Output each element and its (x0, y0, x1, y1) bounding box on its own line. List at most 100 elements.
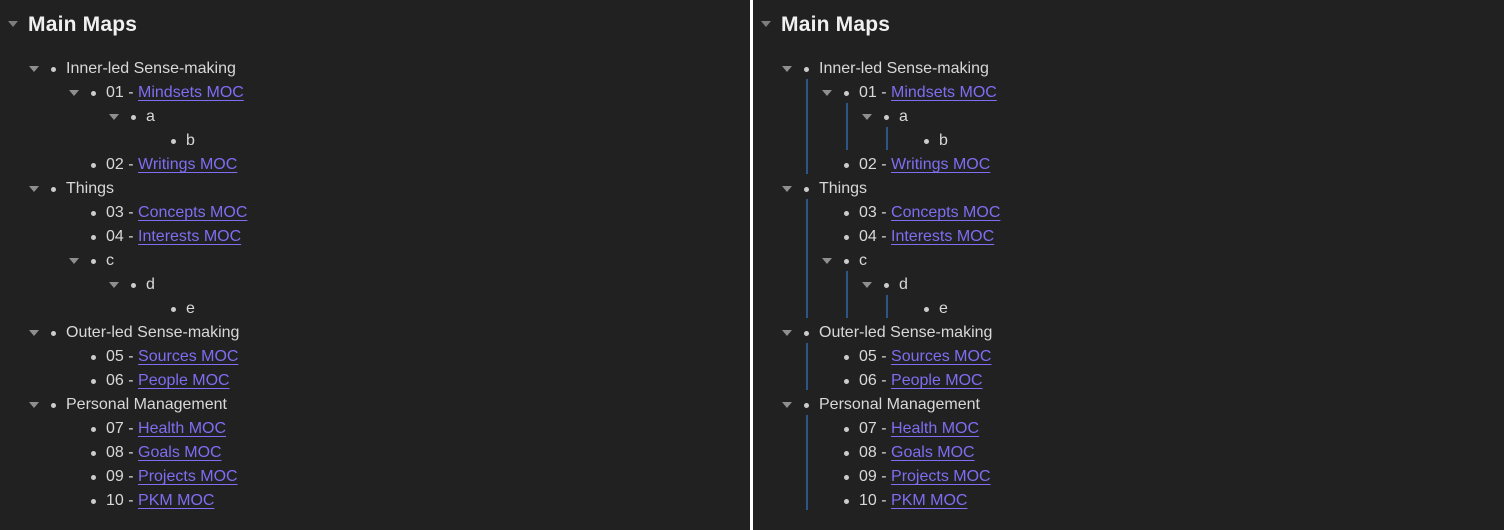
collapse-arrow-icon[interactable] (69, 90, 79, 96)
bullet-icon (91, 379, 96, 384)
note-link[interactable]: Concepts MOC (138, 204, 248, 221)
item-separator: - (876, 444, 892, 461)
item-number: 02 (859, 156, 877, 173)
item-number: 03 (106, 204, 124, 221)
collapse-arrow-icon[interactable] (761, 21, 771, 27)
item-number: 04 (859, 228, 877, 245)
item-separator: - (876, 468, 892, 485)
bullet-icon (844, 475, 849, 480)
bullet-icon (844, 355, 849, 360)
item-label: b (939, 132, 948, 149)
bullet-icon (91, 499, 96, 504)
collapse-arrow-icon[interactable] (29, 66, 39, 72)
bullet-icon (91, 355, 96, 360)
collapse-arrow-icon[interactable] (109, 282, 119, 288)
collapse-arrow-icon[interactable] (69, 258, 79, 264)
item-label: e (186, 300, 195, 317)
collapse-arrow-icon[interactable] (782, 186, 792, 192)
item-label: e (939, 300, 948, 317)
collapse-arrow-icon[interactable] (822, 258, 832, 264)
note-link[interactable]: Projects MOC (138, 468, 238, 485)
collapse-arrow-icon[interactable] (29, 186, 39, 192)
collapse-arrow-icon[interactable] (8, 21, 18, 27)
collapse-arrow-icon[interactable] (109, 114, 119, 120)
item-label: a (899, 108, 908, 125)
item-number: 07 (859, 420, 877, 437)
bullet-icon (844, 235, 849, 240)
list-item: 02 - Writings MOC (0, 153, 750, 177)
item-number: 10 (859, 492, 877, 509)
collapse-arrow-icon[interactable] (862, 282, 872, 288)
item-separator: - (876, 156, 892, 173)
list-item: c (753, 249, 1504, 273)
relationship-line (806, 343, 808, 390)
item-number: 07 (106, 420, 124, 437)
item-label: Inner-led Sense-making (819, 60, 989, 77)
list-item: 03 - Concepts MOC (753, 201, 1504, 225)
note-link[interactable]: Concepts MOC (891, 204, 1001, 221)
collapse-arrow-icon[interactable] (822, 90, 832, 96)
note-link[interactable]: Health MOC (138, 420, 227, 437)
collapse-arrow-icon[interactable] (782, 330, 792, 336)
collapse-arrow-icon[interactable] (29, 402, 39, 408)
bullet-icon (884, 115, 889, 120)
relationship-line (806, 199, 808, 318)
list-item: a (0, 105, 750, 129)
panel-divider (750, 0, 753, 530)
list-item: 08 - Goals MOC (0, 441, 750, 465)
item-number: 05 (106, 348, 124, 365)
bullet-icon (924, 139, 929, 144)
collapse-arrow-icon[interactable] (29, 330, 39, 336)
list-item: 07 - Health MOC (0, 417, 750, 441)
bullet-icon (844, 259, 849, 264)
note-link[interactable]: Goals MOC (891, 444, 975, 461)
collapse-arrow-icon[interactable] (782, 66, 792, 72)
list-item: e (0, 297, 750, 321)
note-link[interactable]: Sources MOC (138, 348, 239, 365)
list-item: 02 - Writings MOC (753, 153, 1504, 177)
note-link[interactable]: Health MOC (891, 420, 980, 437)
list-item: 06 - People MOC (753, 369, 1504, 393)
list-item: 09 - Projects MOC (0, 465, 750, 489)
list-item: d (753, 273, 1504, 297)
note-link[interactable]: Interests MOC (891, 228, 995, 245)
bullet-icon (131, 283, 136, 288)
list-item: Inner-led Sense-making (753, 57, 1504, 81)
list-item: 10 - PKM MOC (753, 489, 1504, 513)
bullet-icon (91, 475, 96, 480)
note-link[interactable]: Interests MOC (138, 228, 242, 245)
note-link[interactable]: Writings MOC (891, 156, 991, 173)
collapse-arrow-icon[interactable] (862, 114, 872, 120)
item-separator: - (876, 372, 892, 389)
collapse-arrow-icon[interactable] (782, 402, 792, 408)
item-label: c (859, 252, 867, 269)
item-separator: - (123, 420, 139, 437)
note-link[interactable]: People MOC (891, 372, 983, 389)
note-link[interactable]: Mindsets MOC (891, 84, 997, 101)
bullet-icon (91, 235, 96, 240)
item-label: Personal Management (66, 396, 227, 413)
item-number: 04 (106, 228, 124, 245)
note-link[interactable]: PKM MOC (891, 492, 968, 509)
list-item: Things (0, 177, 750, 201)
bullet-icon (51, 67, 56, 72)
list-item: d (0, 273, 750, 297)
list-item: 05 - Sources MOC (0, 345, 750, 369)
list-item: Personal Management (753, 393, 1504, 417)
list-item: e (753, 297, 1504, 321)
note-link[interactable]: People MOC (138, 372, 230, 389)
page-title: Main Maps (28, 13, 138, 36)
note-link[interactable]: Writings MOC (138, 156, 238, 173)
note-link[interactable]: Sources MOC (891, 348, 992, 365)
bullet-icon (131, 115, 136, 120)
note-link[interactable]: Projects MOC (891, 468, 991, 485)
note-link[interactable]: Mindsets MOC (138, 84, 244, 101)
note-link[interactable]: Goals MOC (138, 444, 222, 461)
item-number: 01 (106, 84, 124, 101)
item-separator: - (123, 348, 139, 365)
note-link[interactable]: PKM MOC (138, 492, 215, 509)
bullet-icon (804, 187, 809, 192)
bullet-icon (171, 139, 176, 144)
item-label: d (899, 276, 908, 293)
relationship-line (886, 295, 888, 318)
